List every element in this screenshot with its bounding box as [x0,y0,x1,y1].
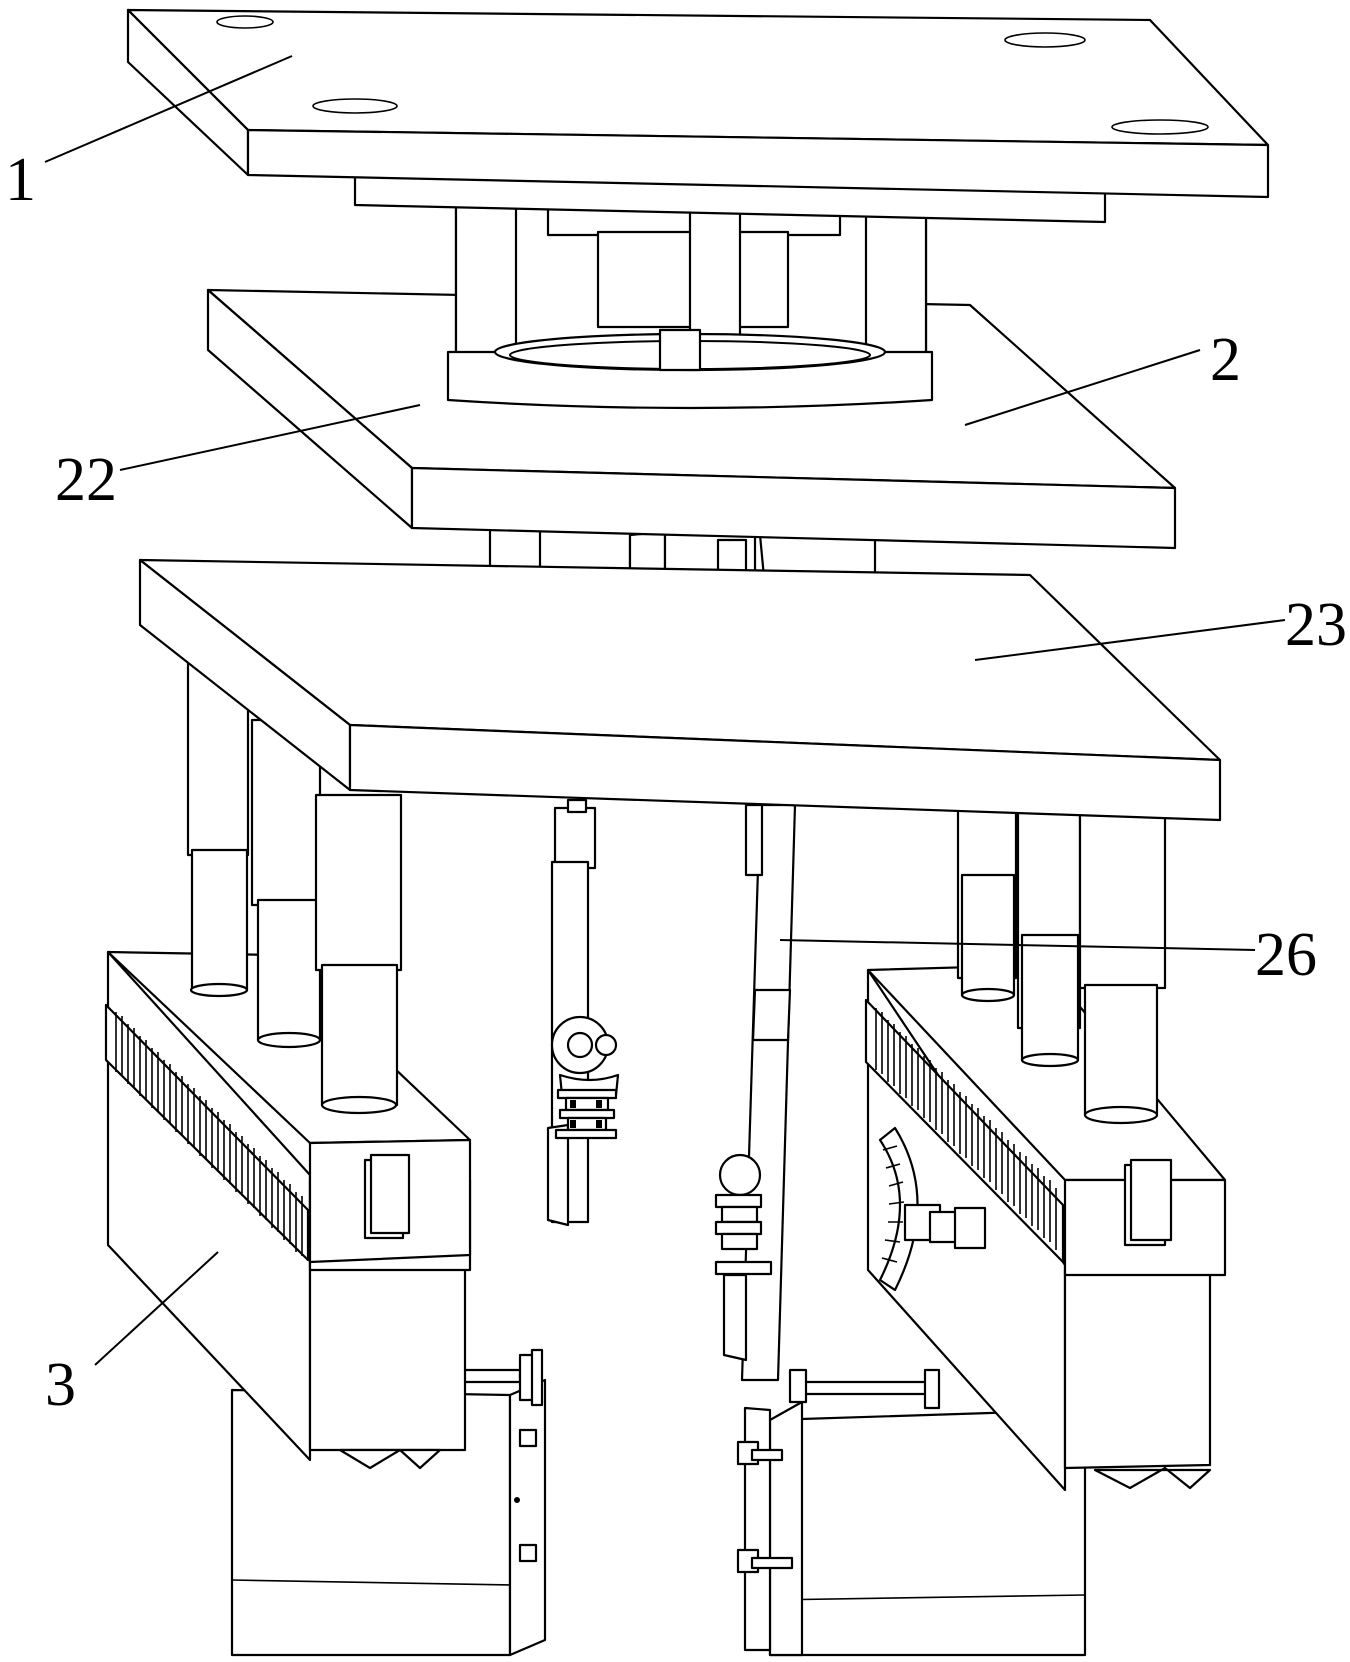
leader-lines [44,55,1286,1366]
left-lower-rod [453,1348,544,1407]
left-clamp-lower-box [230,1378,547,1657]
right-clamp-lower-box [743,1400,1087,1657]
label-3: 3 [45,1351,76,1419]
left-hanging-arm [546,798,620,1227]
label-26: 26 [1255,921,1317,989]
left-comb-teeth [104,1003,310,1262]
label-23: 23 [1285,591,1347,659]
right-arc-guide [878,1126,987,1292]
label-1: 1 [5,146,36,214]
plate-23 [138,558,1222,822]
top-plate-1 [126,8,1270,224]
left-cylinders [186,658,403,1115]
label-2: 2 [1210,326,1241,394]
right-lower-rod [788,1368,941,1410]
side-tab-brackets [736,1440,794,1574]
label-22: 22 [55,446,117,514]
right-hanging-arm [714,803,797,1382]
right-cylinders [956,806,1167,1125]
center-column-assembly [446,203,934,410]
right-comb-teeth [864,998,1065,1264]
